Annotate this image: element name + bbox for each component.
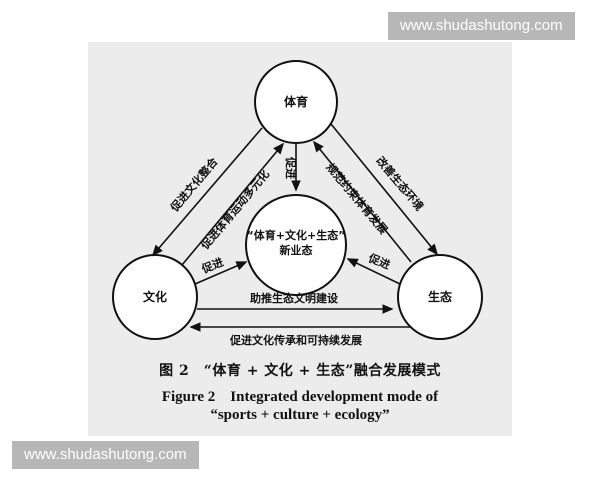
edge-label-promote-top: 促进: [284, 156, 298, 179]
center-label-line2: 新业态: [280, 243, 313, 257]
node-ecology-circle: [397, 254, 483, 340]
edge-culture-to-sports: [181, 142, 285, 266]
node-ecology-label: 生态: [428, 289, 452, 304]
edge-sports-to-ecology: [330, 123, 439, 256]
edge-culture-to-center: [194, 261, 248, 285]
node-sports-label: 体育: [284, 94, 308, 109]
edge-sports-to-culture: [151, 127, 263, 257]
watermark-bottom: www.shudashutong.com: [12, 441, 199, 469]
edge-label-improve-ecology: 改善生态环境: [373, 154, 426, 214]
node-sports-circle: [254, 60, 338, 144]
edge-label-cultural-heritage: 促进文化传承和可持续发展: [229, 333, 363, 347]
edge-label-eco-civilization: 助推生态文明建设: [250, 291, 339, 305]
watermark-top: www.shudashutong.com: [388, 12, 575, 40]
center-label-line1: “体育+文化+生态”: [247, 228, 346, 242]
node-new-business-circle: [245, 194, 347, 296]
figure-caption-english-line1: Figure 2 Integrated development mode of: [161, 389, 439, 405]
node-culture-label: 文化: [143, 289, 167, 304]
figure-caption-english-line2: “sports + culture + ecology”: [210, 407, 390, 423]
edge-ecology-to-center: [346, 258, 401, 285]
edge-ecology-to-sports: [312, 140, 412, 263]
figure-caption-chinese: 图 2 “体育 + 文化 + 生态”融合发展模式: [159, 363, 441, 379]
